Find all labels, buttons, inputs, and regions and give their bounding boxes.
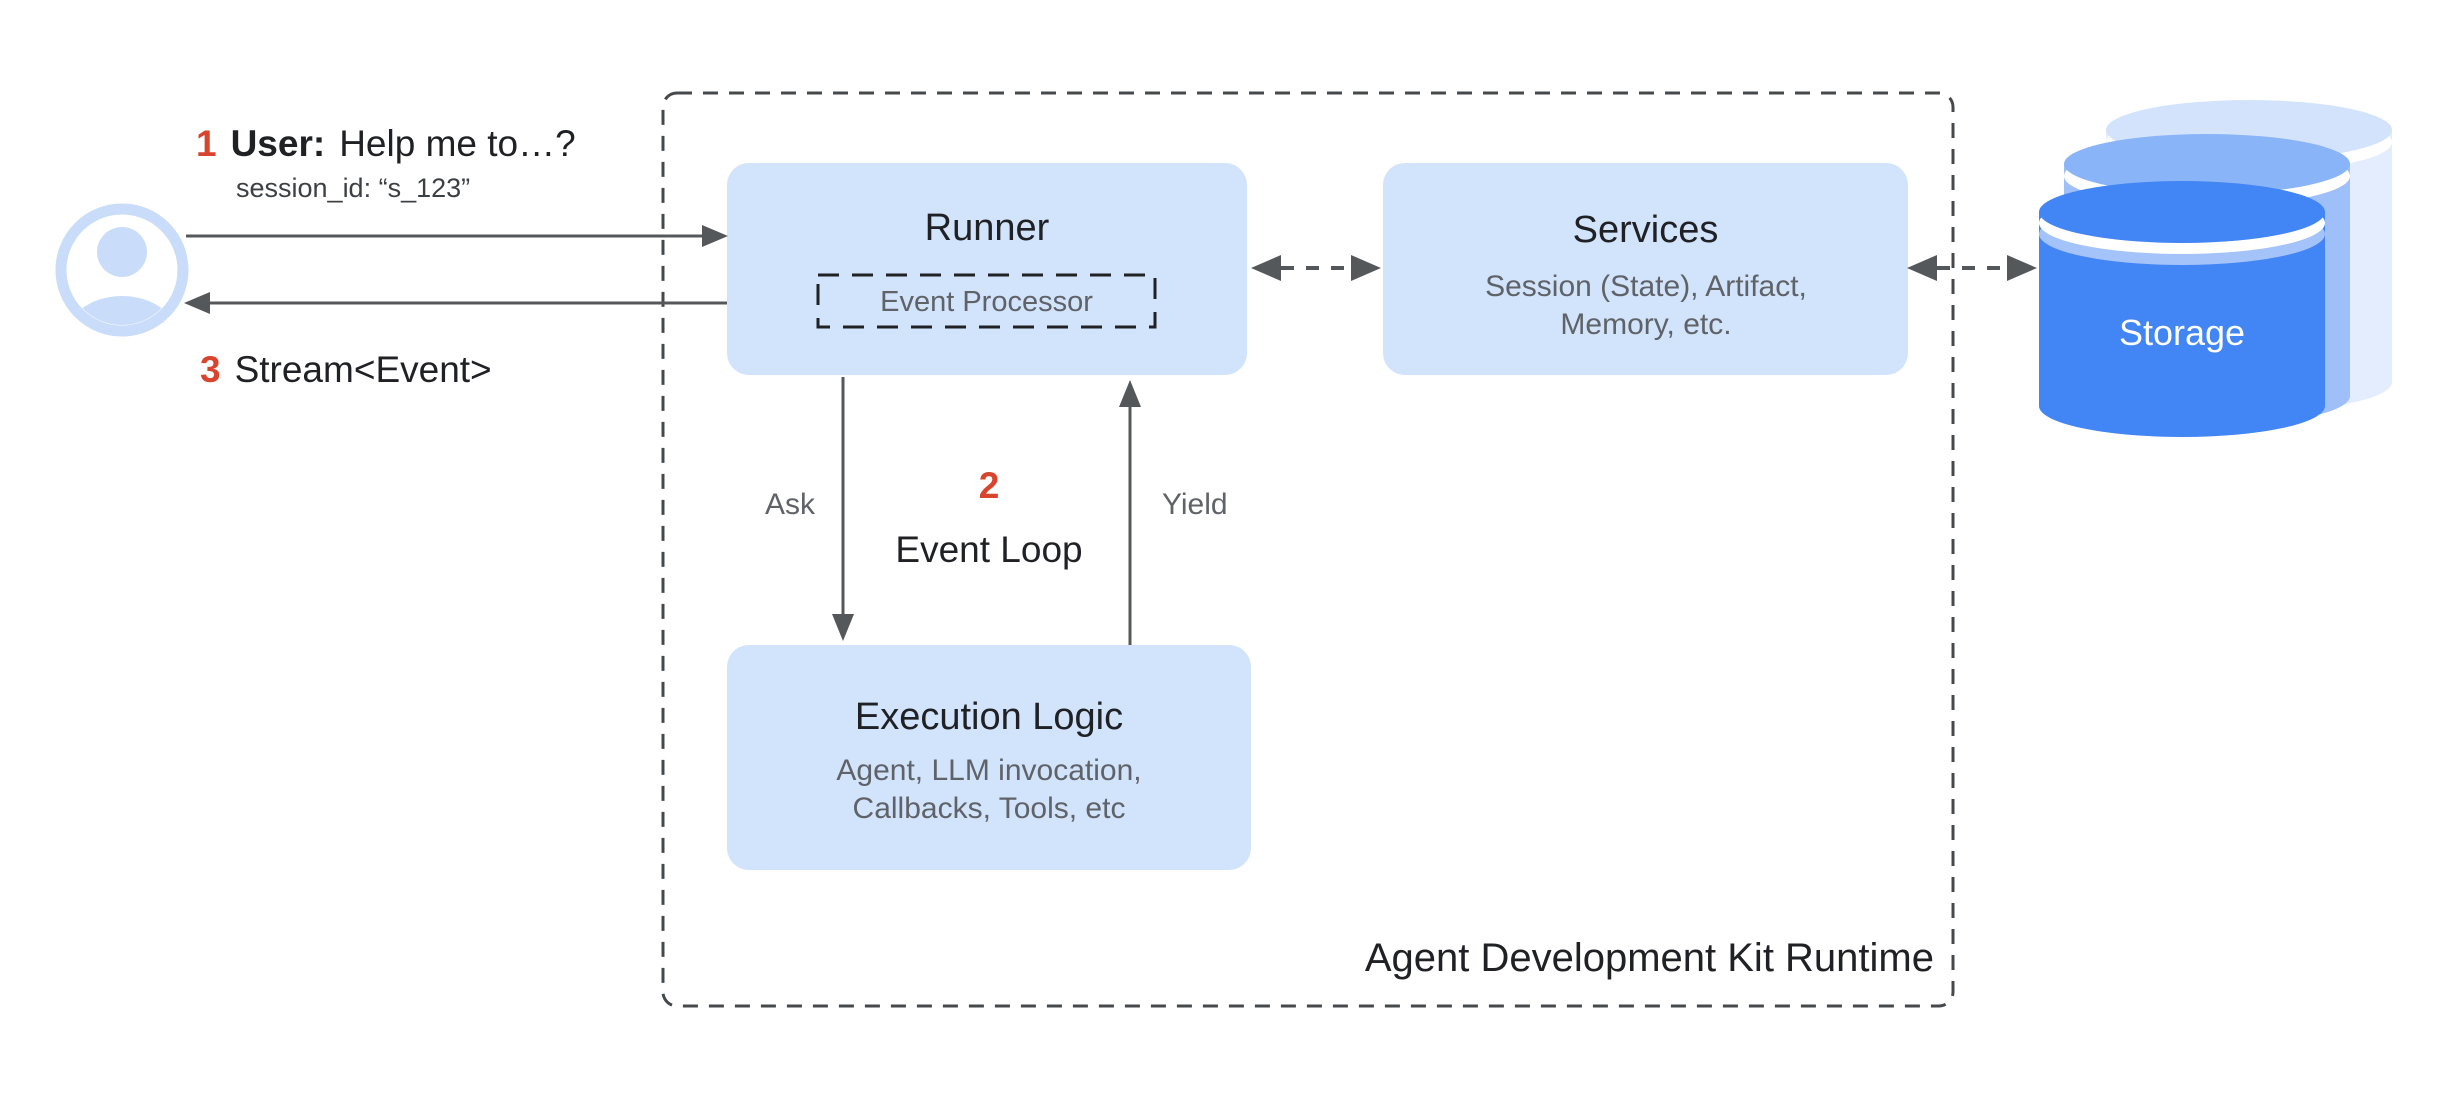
user-to-runner-arrow [186, 225, 728, 247]
runner-title: Runner [924, 207, 1050, 249]
yield-arrow [1119, 380, 1141, 645]
execution-logic-title: Execution Logic [854, 696, 1124, 738]
step3-label: Stream<Event> [234, 349, 492, 390]
step1-speaker: User: [230, 123, 326, 164]
execution-logic-subtitle: Agent, LLM invocation, Callbacks, Tools,… [836, 754, 1142, 825]
step1-message: Help me to…? [339, 123, 576, 164]
services-subtitle: Session (State), Artifact, Memory, etc. [1485, 270, 1807, 341]
runner-box [727, 163, 1247, 375]
event-processor-label: Event Processor [880, 286, 1093, 318]
event-loop-number: 2 [978, 465, 1000, 506]
stream-event-line: 3 Stream<Event> [200, 348, 492, 392]
services-title: Services [1572, 209, 1719, 251]
services-box [1383, 163, 1908, 375]
storage-icon [2039, 100, 2392, 437]
session-id-text: session_id: “s_123” [236, 173, 471, 203]
user-avatar-icon [55, 203, 189, 337]
storage-label: Storage [2118, 312, 2246, 353]
event-loop-label: Event Loop [895, 529, 1083, 570]
step1-number: 1 [196, 123, 217, 164]
ask-arrow [832, 377, 854, 641]
yield-label: Yield [1162, 488, 1228, 521]
ask-label: Ask [764, 488, 815, 521]
storage-cylinder-front [2039, 181, 2325, 437]
runtime-container-border [661, 91, 1955, 1008]
runner-services-arrow [1251, 255, 1381, 281]
adk-runtime-label: Agent Development Kit Runtime [1364, 936, 1934, 980]
user-request-line: 1 User: Help me to…? [196, 122, 576, 166]
execution-logic-box [727, 645, 1251, 870]
services-storage-arrow [1907, 255, 2037, 281]
step3-number: 3 [200, 349, 221, 390]
runner-to-user-arrow [184, 292, 727, 314]
event-processor-box [816, 273, 1157, 329]
